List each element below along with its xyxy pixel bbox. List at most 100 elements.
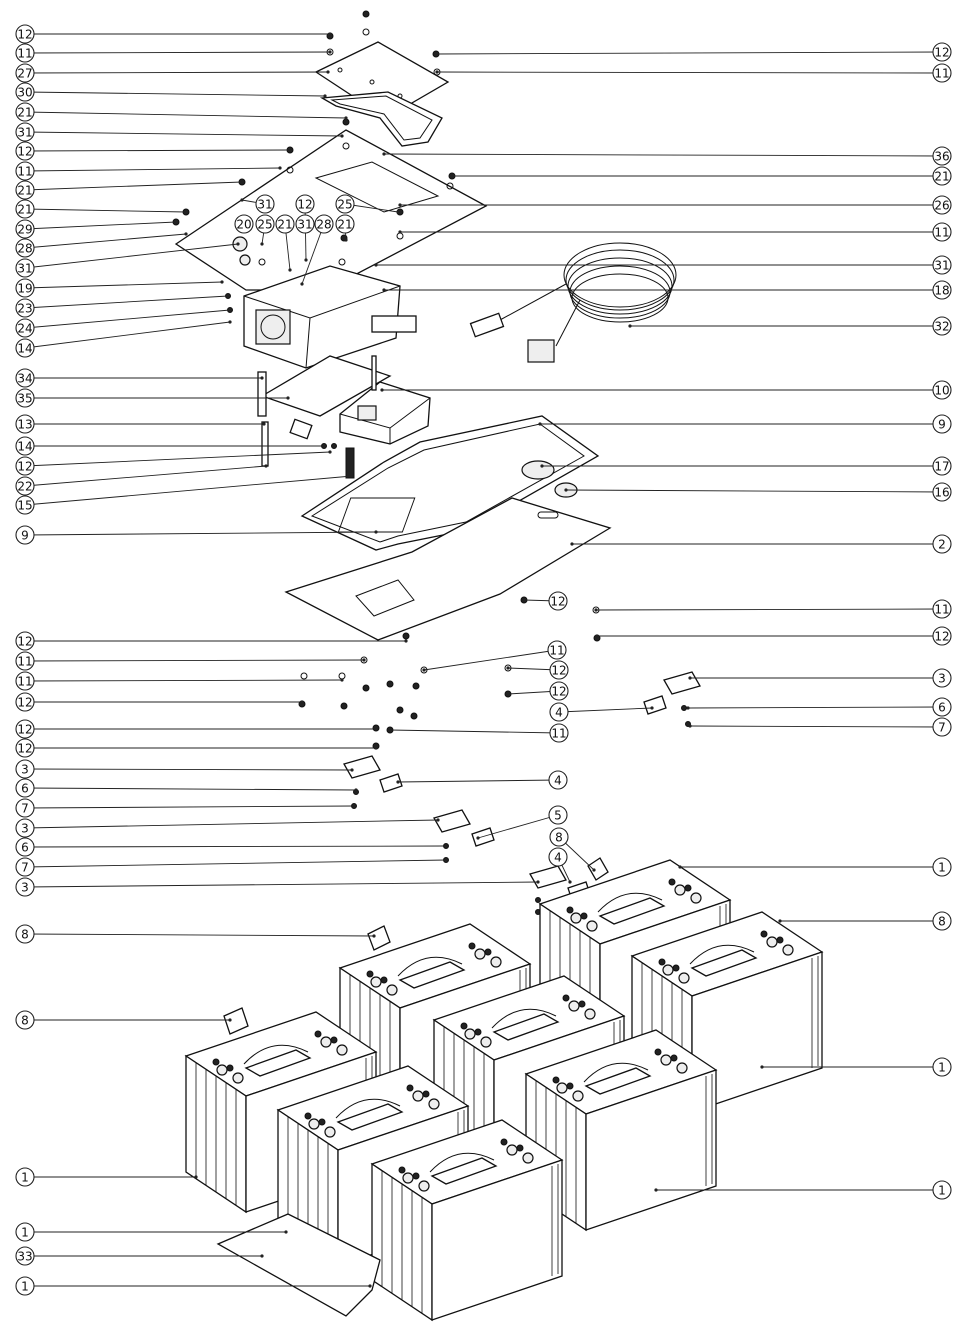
- callout-number: 7: [938, 721, 946, 735]
- callout-number: 31: [257, 198, 272, 212]
- callout-balloon: 31: [932, 255, 952, 275]
- callout-number: 31: [297, 218, 312, 232]
- callout-balloon: 12: [15, 631, 35, 651]
- callout-number: 3: [21, 881, 29, 895]
- callout-balloon: 14: [15, 338, 35, 358]
- callout-number: 10: [934, 384, 949, 398]
- callout-number: 20: [236, 218, 251, 232]
- callout-number: 11: [17, 675, 32, 689]
- callout-balloon: 27: [15, 63, 35, 83]
- callout-balloon: 19: [15, 278, 35, 298]
- callout-number: 33: [17, 1250, 32, 1264]
- callout-number: 25: [257, 218, 272, 232]
- callout-balloon: 12: [548, 591, 568, 611]
- callout-balloon: 6: [15, 778, 35, 798]
- callout-balloon: 1: [932, 1057, 952, 1077]
- power-cord-coil: [469, 242, 677, 363]
- callout-number: 8: [555, 831, 563, 845]
- callout-balloon: 25: [255, 214, 275, 234]
- callout-number: 12: [934, 630, 949, 644]
- callout-balloon: 15: [15, 495, 35, 515]
- callout-number: 6: [938, 701, 946, 715]
- callout-balloons: 1211273021311211212129283119232414343513…: [15, 24, 952, 1296]
- callout-balloon: 12: [15, 456, 35, 476]
- callout-number: 2: [938, 538, 946, 552]
- callout-number: 12: [934, 46, 949, 60]
- callout-balloon: 33: [15, 1246, 35, 1266]
- callout-number: 1: [21, 1280, 29, 1294]
- base-gasket: [300, 415, 600, 551]
- callout-balloon: 11: [15, 161, 35, 181]
- callout-balloon: 12: [15, 141, 35, 161]
- callout-balloon: 34: [15, 368, 35, 388]
- callout-balloon: 26: [932, 195, 952, 215]
- callout-balloon: 8: [549, 827, 569, 847]
- callout-number: 35: [17, 392, 32, 406]
- callout-balloon: 11: [932, 63, 952, 83]
- callout-number: 12: [17, 742, 32, 756]
- callout-number: 3: [938, 672, 946, 686]
- leader-lines: [24, 32, 943, 1288]
- callout-balloon: 4: [548, 770, 568, 790]
- callout-number: 21: [17, 184, 32, 198]
- callout-number: 21: [17, 203, 32, 217]
- callout-balloon: 1: [932, 1180, 952, 1200]
- callout-number: 27: [17, 67, 32, 81]
- callout-balloon: 29: [15, 219, 35, 239]
- callout-number: 29: [17, 223, 32, 237]
- callout-balloon: 11: [932, 222, 952, 242]
- callout-number: 11: [551, 727, 566, 741]
- callout-balloon: 12: [932, 626, 952, 646]
- callout-balloon: 21: [335, 214, 355, 234]
- callout-number: 8: [21, 1014, 29, 1028]
- insulator-plate: [257, 355, 392, 467]
- callout-number: 11: [17, 47, 32, 61]
- battery-bank: [184, 859, 824, 1322]
- terminal-caps: [223, 857, 609, 1035]
- callout-number: 14: [17, 342, 32, 356]
- callout-number: 18: [934, 284, 949, 298]
- callout-balloon: 12: [932, 42, 952, 62]
- callout-balloon: 11: [547, 640, 567, 660]
- callout-balloon: 20: [234, 214, 254, 234]
- top-mounting-plate: [174, 129, 488, 291]
- callout-balloon: 3: [932, 668, 952, 688]
- callout-number: 12: [550, 595, 565, 609]
- callout-number: 12: [17, 460, 32, 474]
- callout-balloon: 5: [548, 805, 568, 825]
- callout-balloon: 30: [15, 82, 35, 102]
- callout-number: 30: [17, 86, 32, 100]
- callout-number: 12: [17, 635, 32, 649]
- base-plate: [284, 497, 612, 641]
- callout-balloon: 21: [932, 166, 952, 186]
- callout-balloon: 4: [548, 847, 568, 867]
- callout-number: 28: [17, 242, 32, 256]
- callout-balloon: 1: [15, 1222, 35, 1242]
- callout-number: 22: [17, 480, 32, 494]
- callout-number: 3: [21, 822, 29, 836]
- callout-balloon: 36: [932, 146, 952, 166]
- callout-number: 1: [21, 1226, 29, 1240]
- terminal-clamps: [343, 671, 701, 915]
- gasket-frame: [319, 91, 443, 147]
- callout-number: 1: [938, 1061, 946, 1075]
- callout-balloon: 10: [932, 380, 952, 400]
- callout-number: 8: [938, 915, 946, 929]
- callout-number: 9: [938, 418, 946, 432]
- callout-number: 25: [337, 198, 352, 212]
- callout-balloon: 4: [549, 702, 569, 722]
- callout-balloon: 7: [15, 857, 35, 877]
- callout-balloon: 6: [15, 837, 35, 857]
- callout-balloon: 6: [932, 697, 952, 717]
- callout-number: 23: [17, 302, 32, 316]
- callout-balloon: 35: [15, 388, 35, 408]
- callout-number: 16: [934, 486, 949, 500]
- callout-number: 4: [554, 851, 562, 865]
- callout-balloon: 8: [15, 1010, 35, 1030]
- callout-balloon: 21: [15, 199, 35, 219]
- callout-number: 21: [934, 170, 949, 184]
- callout-number: 11: [934, 67, 949, 81]
- callout-number: 26: [934, 199, 949, 213]
- callout-number: 34: [17, 372, 32, 386]
